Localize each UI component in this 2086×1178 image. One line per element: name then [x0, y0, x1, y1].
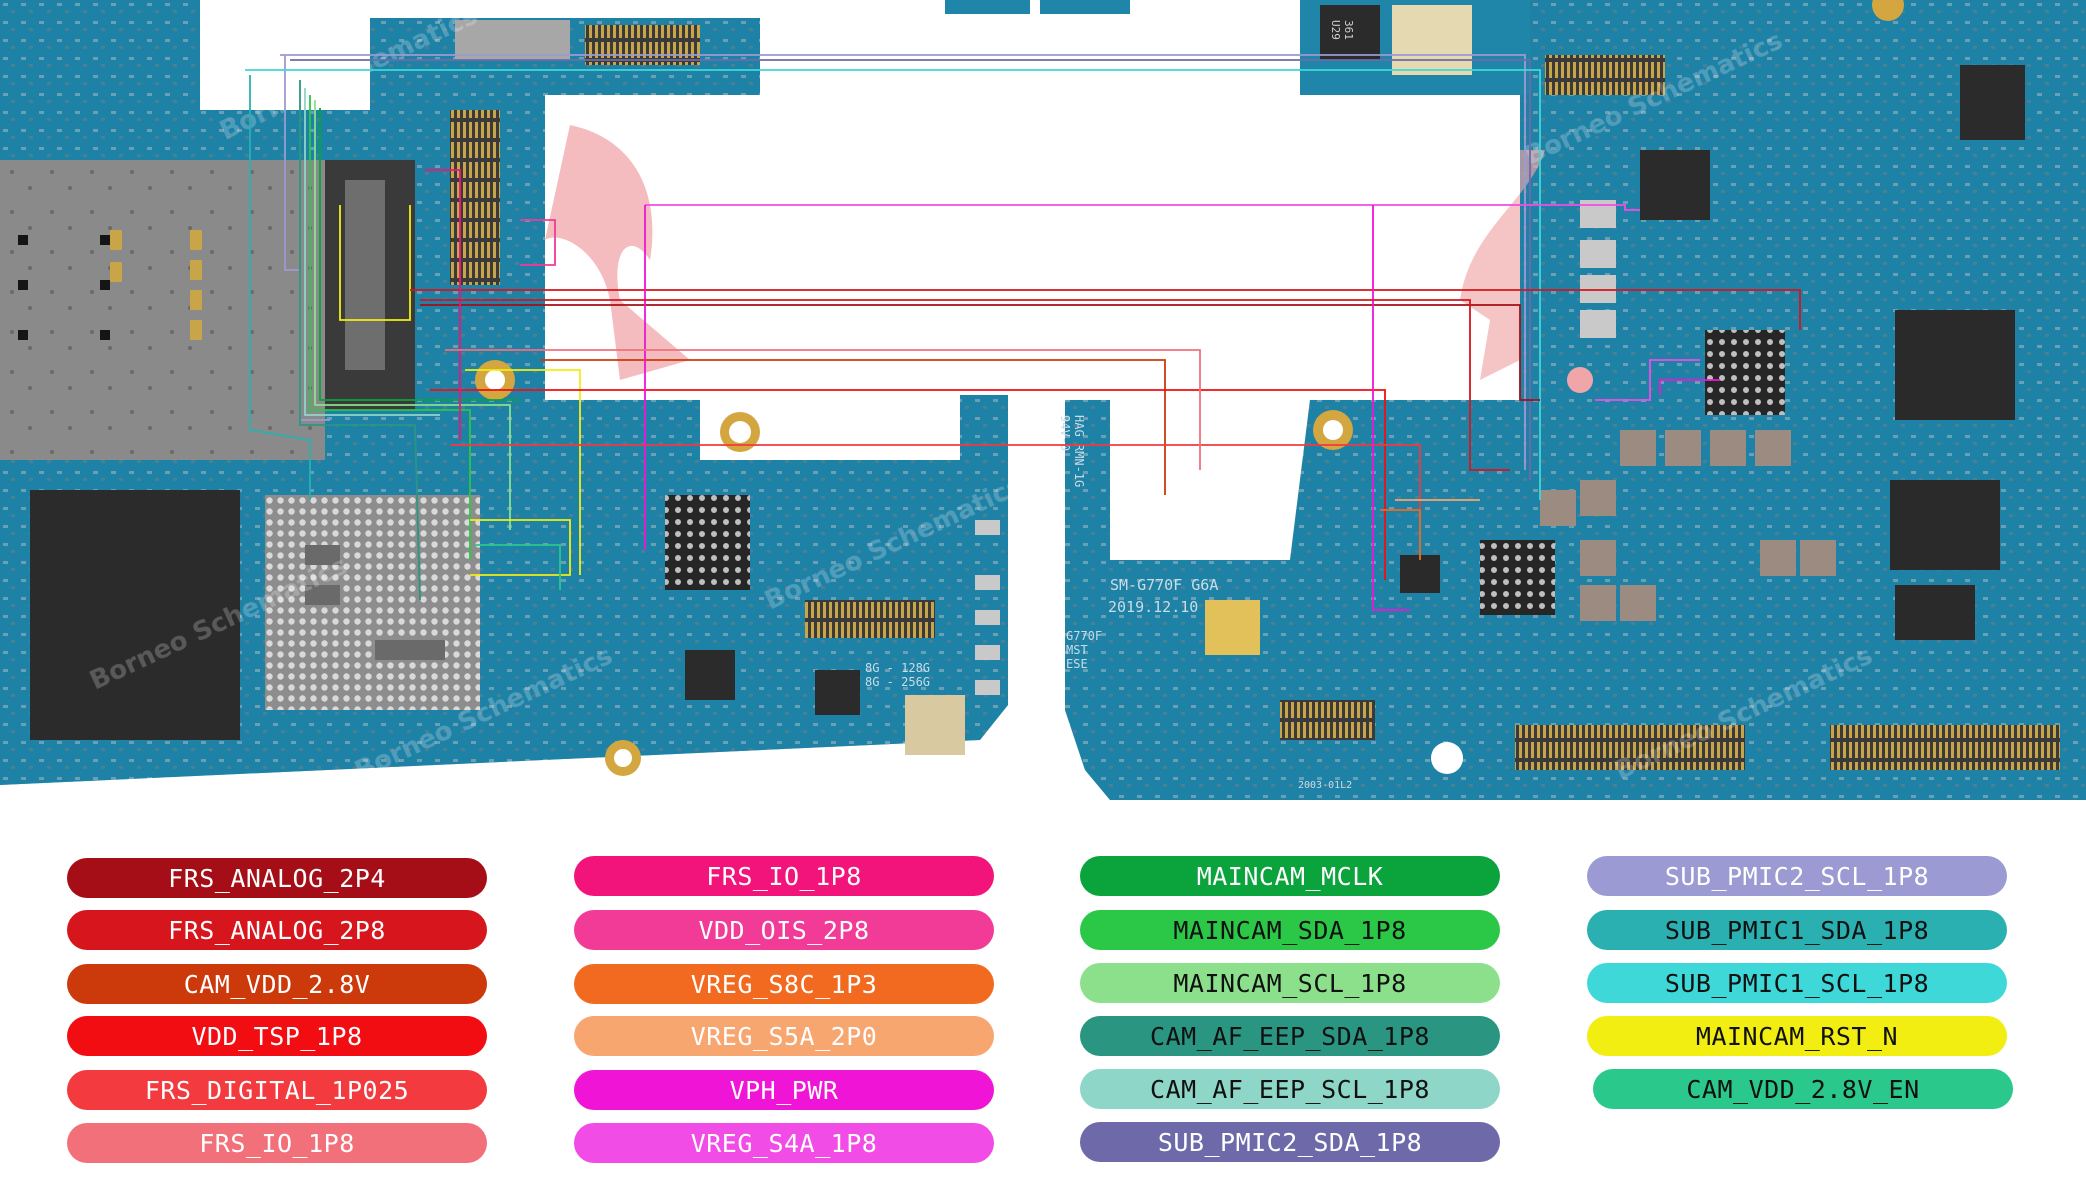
legend-item-sub-pmic2-sda-1p8: SUB_PMIC2_SDA_1P8: [1080, 1122, 1500, 1162]
legend-item-vdd-ois-2p8: VDD_OIS_2P8: [574, 910, 994, 950]
legend-label: SUB_PMIC2_SDA_1P8: [1157, 1127, 1423, 1157]
legend-item-cam-vdd-2-8v-en: CAM_VDD_2.8V_EN: [1593, 1069, 2013, 1109]
legend-label: FRS_ANALOG_2P8: [168, 915, 386, 945]
legend-item-maincam-mclk: MAINCAM_MCLK: [1080, 856, 1500, 896]
legend-label: CAM_AF_EEP_SDA_1P8: [1150, 1021, 1430, 1051]
legend-label: CAM_VDD_2.8V_EN: [1686, 1074, 1920, 1104]
board-model-label: SM-G770F G6A: [1110, 576, 1218, 594]
legend-item-frs-io-1p8-b: FRS_IO_1P8: [574, 856, 994, 896]
legend-label: CAM_AF_EEP_SCL_1P8: [1150, 1074, 1430, 1104]
legend-label: VDD_TSP_1P8: [191, 1021, 363, 1051]
legend-item-maincam-rst-n: MAINCAM_RST_N: [1587, 1016, 2007, 1056]
board-bottom-label: 2003-01L2: [1298, 780, 1352, 791]
legend-label: FRS_IO_1P8: [199, 1128, 355, 1158]
board-ic-label: 361U29: [1329, 20, 1355, 40]
legend-label: VPH_PWR: [729, 1075, 839, 1105]
legend-label: MAINCAM_SCL_1P8: [1173, 968, 1407, 998]
left-board: [0, 0, 1008, 785]
legend-item-frs-io-1p8-a: FRS_IO_1P8: [67, 1123, 487, 1163]
legend-label: VREG_S8C_1P3: [690, 969, 878, 999]
legend-item-frs-digital-1p025: FRS_DIGITAL_1P025: [67, 1070, 487, 1110]
legend-label: MAINCAM_RST_N: [1695, 1021, 1899, 1051]
legend-label: MAINCAM_MCLK: [1196, 861, 1384, 891]
legend-item-vph-pwr: VPH_PWR: [574, 1070, 994, 1110]
signal-traces: [245, 54, 1801, 611]
legend-item-sub-pmic2-scl-1p8: SUB_PMIC2_SCL_1P8: [1587, 856, 2007, 896]
legend-label: CAM_VDD_2.8V: [183, 969, 371, 999]
legend-item-vreg-s8c-1p3: VREG_S8C_1P3: [574, 964, 994, 1004]
legend-item-cam-af-eep-scl-1p8: CAM_AF_EEP_SCL_1P8: [1080, 1069, 1500, 1109]
board-rev-label: HAG RMN-1G94V-0: [1058, 415, 1086, 487]
legend-label: VREG_S4A_1P8: [690, 1128, 878, 1158]
legend-item-frs-analog-2p4: FRS_ANALOG_2P4: [67, 858, 487, 898]
legend-label: VDD_OIS_2P8: [698, 915, 870, 945]
legend-item-cam-vdd-2-8v: CAM_VDD_2.8V: [67, 964, 487, 1004]
legend-label: FRS_IO_1P8: [706, 861, 862, 891]
legend-item-vdd-tsp-1p8: VDD_TSP_1P8: [67, 1016, 487, 1056]
legend-item-sub-pmic1-scl-1p8: SUB_PMIC1_SCL_1P8: [1587, 963, 2007, 1003]
legend-item-maincam-scl-1p8: MAINCAM_SCL_1P8: [1080, 963, 1500, 1003]
legend-item-sub-pmic1-sda-1p8: SUB_PMIC1_SDA_1P8: [1587, 910, 2007, 950]
legend-label: FRS_DIGITAL_1P025: [144, 1075, 410, 1105]
legend-label: SUB_PMIC2_SCL_1P8: [1664, 861, 1930, 891]
legend-label: MAINCAM_SDA_1P8: [1173, 915, 1407, 945]
legend-item-maincam-sda-1p8: MAINCAM_SDA_1P8: [1080, 910, 1500, 950]
legend-label: VREG_S5A_2P0: [690, 1021, 878, 1051]
right-board: [1065, 0, 2086, 800]
legend-label: SUB_PMIC1_SCL_1P8: [1664, 968, 1930, 998]
legend-label: FRS_ANALOG_2P4: [168, 863, 386, 893]
signal-legend: FRS_ANALOG_2P4 FRS_ANALOG_2P8 CAM_VDD_2.…: [0, 800, 2086, 1178]
legend-item-frs-analog-2p8: FRS_ANALOG_2P8: [67, 910, 487, 950]
legend-label: SUB_PMIC1_SDA_1P8: [1664, 915, 1930, 945]
legend-item-vreg-s5a-2p0: VREG_S5A_2P0: [574, 1016, 994, 1056]
board-date-label: 2019.12.10: [1108, 598, 1198, 616]
legend-item-cam-af-eep-sda-1p8: CAM_AF_EEP_SDA_1P8: [1080, 1016, 1500, 1056]
legend-item-vreg-s4a-1p8: VREG_S4A_1P8: [574, 1123, 994, 1163]
